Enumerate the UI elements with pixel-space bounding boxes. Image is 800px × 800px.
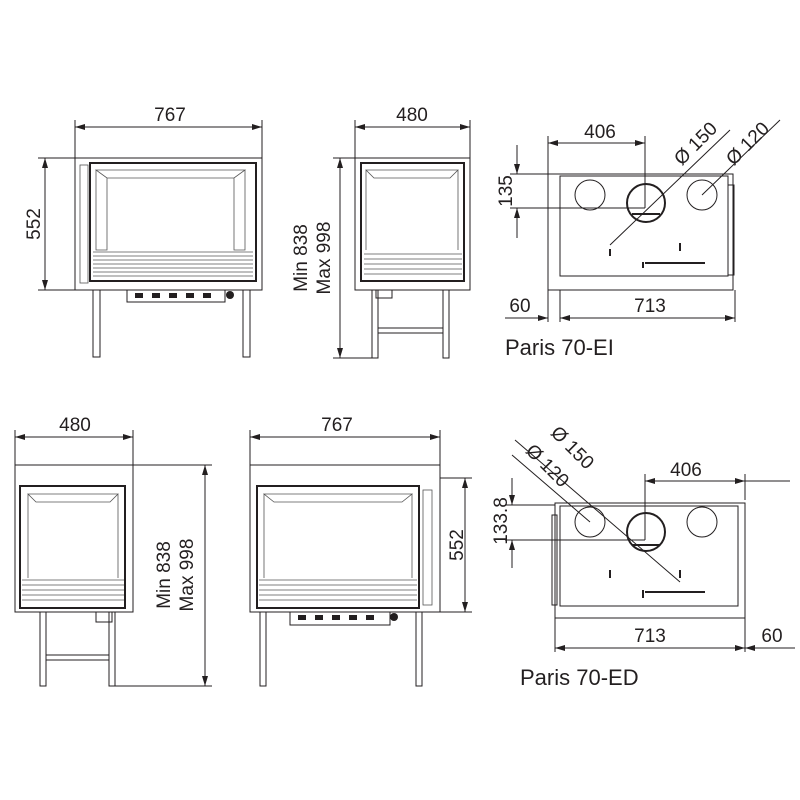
max-height-label: Max 998 — [177, 539, 198, 612]
width-dimension: 713 — [634, 296, 666, 317]
plan-view-ei: 406 135 Ø 150 Ø 120 60 713 Paris 70-EI — [496, 118, 781, 360]
width-dimension: 767 — [321, 415, 353, 436]
width-dimension: 767 — [154, 105, 186, 126]
depth-dimension: 135 — [496, 175, 517, 207]
model-title: Paris 70-EI — [505, 335, 614, 360]
min-height-label: Min 838 — [154, 541, 175, 609]
plan-view-ed: 406 133.8 Ø 150 Ø 120 713 60 Paris 70-ED — [491, 422, 795, 690]
depth-dimension: 480 — [396, 105, 428, 126]
margin-dimension: 60 — [509, 296, 530, 317]
min-height-label: Min 838 — [291, 224, 312, 292]
height-dimension: 552 — [24, 208, 45, 240]
top-front-view: 767 552 — [24, 105, 263, 358]
height-dimension: 552 — [447, 529, 468, 561]
flue-aux-diameter: Ø 120 — [722, 118, 773, 169]
margin-dimension: 60 — [761, 626, 782, 647]
width-dimension: 713 — [634, 626, 666, 647]
depth-dimension: 480 — [59, 415, 91, 436]
bottom-front-view: 767 552 — [249, 415, 472, 687]
offset-dimension: 406 — [584, 122, 616, 143]
model-title: Paris 70-ED — [520, 665, 639, 690]
top-side-view: 480 Min 838 Max 998 — [291, 105, 471, 359]
depth-dimension: 133.8 — [491, 497, 512, 545]
offset-dimension: 406 — [670, 460, 702, 481]
max-height-label: Max 998 — [314, 222, 335, 295]
bottom-side-view: 480 Min 838 Max 998 — [14, 415, 212, 687]
